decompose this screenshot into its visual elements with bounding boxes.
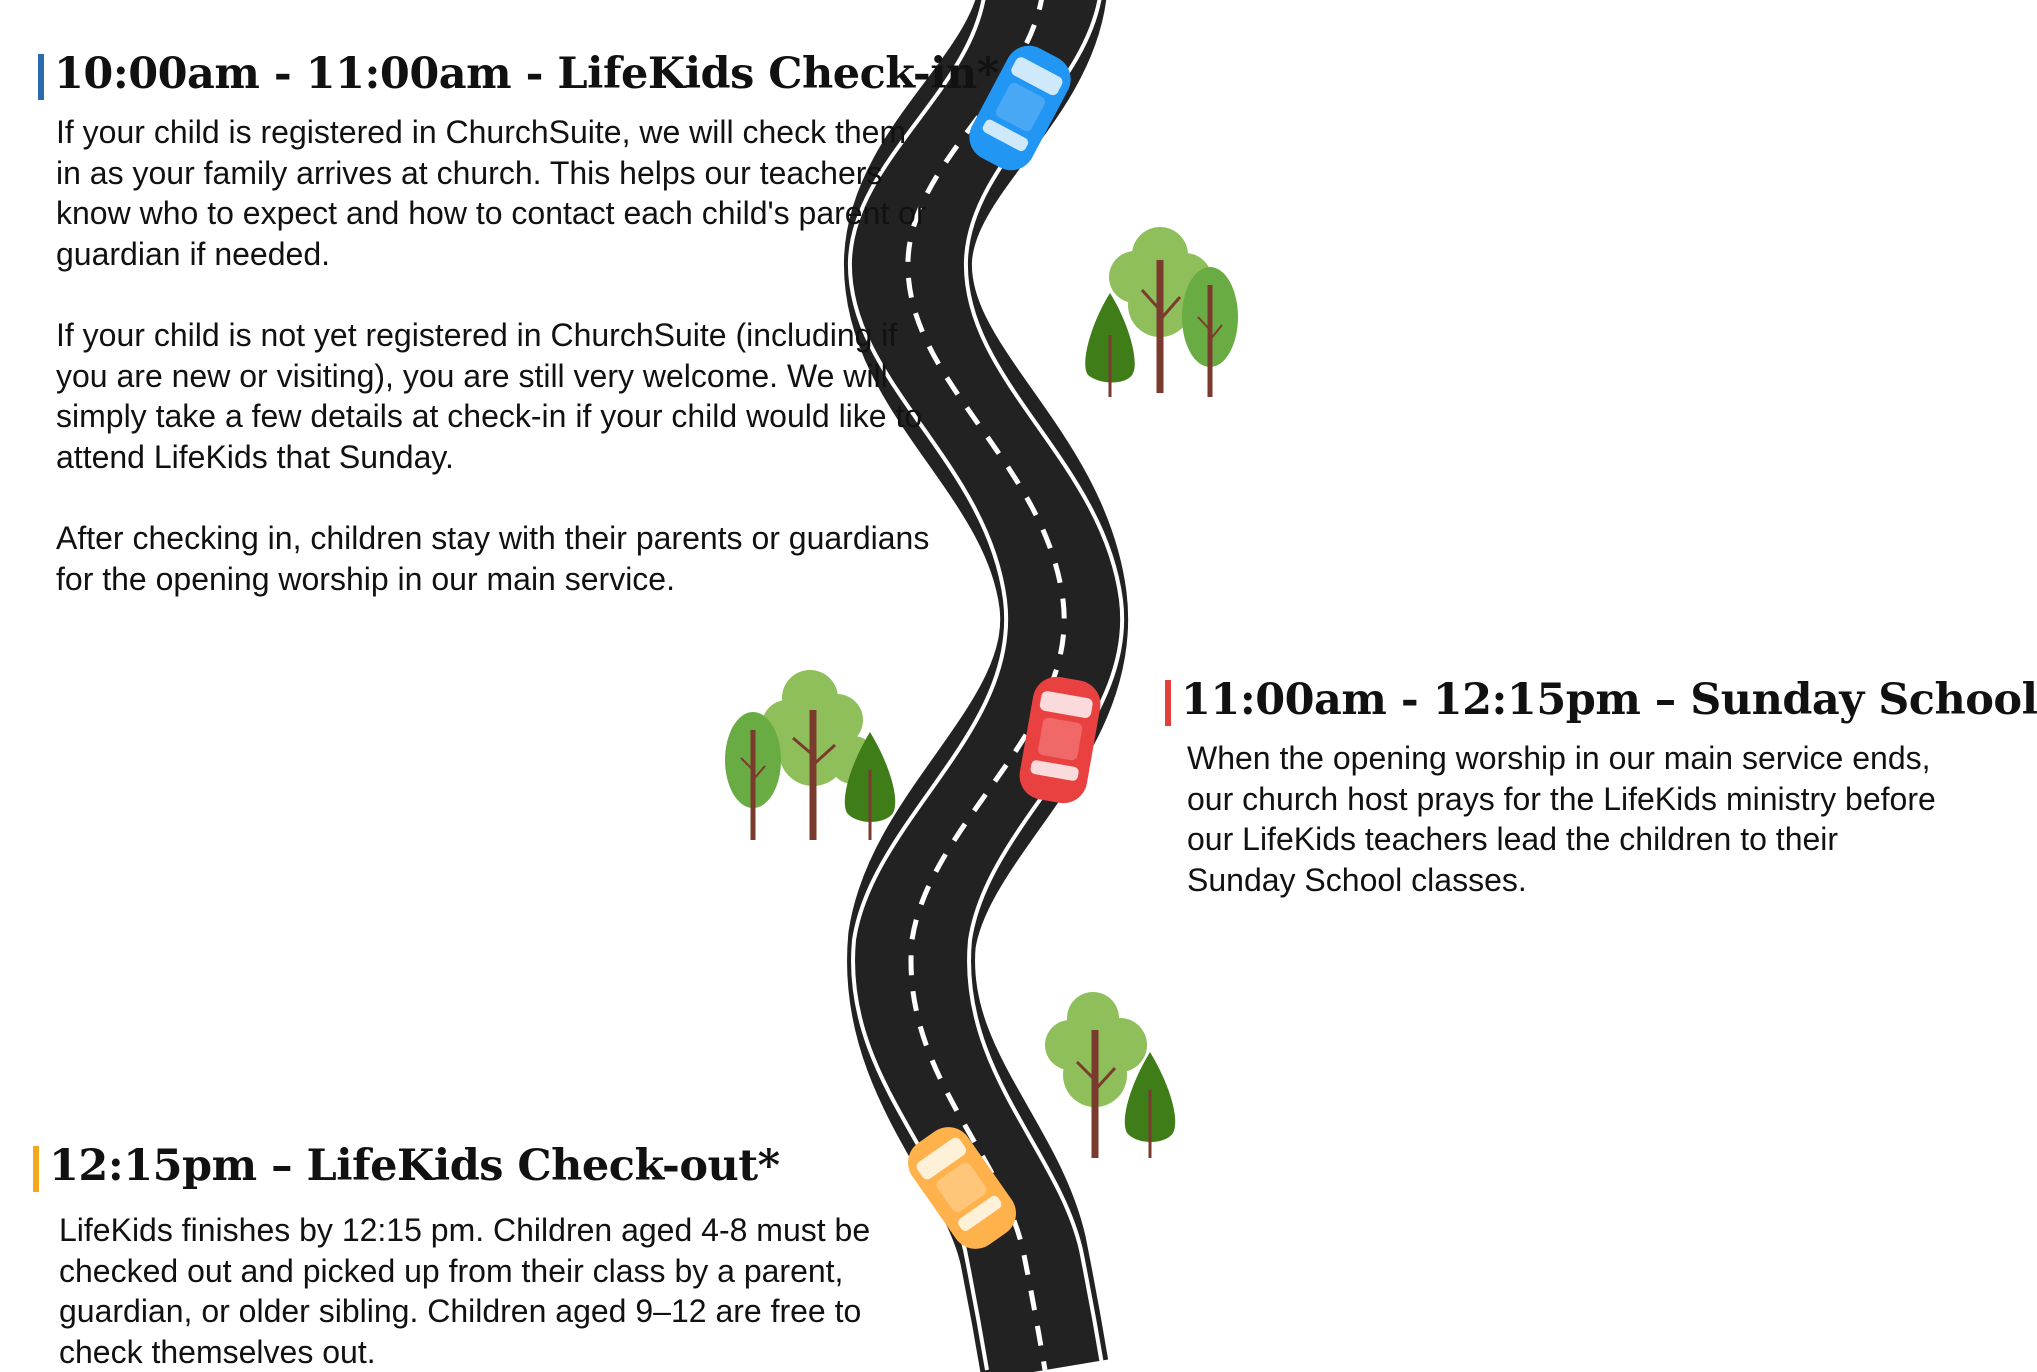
tree-icon — [844, 732, 896, 840]
section-heading: 10:00am - 11:00am - LifeKids Check-in* — [38, 46, 999, 102]
paragraph: When the opening worship in our main ser… — [1187, 740, 1936, 898]
car-icon — [1019, 676, 1101, 804]
tree-icon — [1124, 1052, 1176, 1158]
sunday-school-section: 11:00am - 12:15pm – Sunday School When t… — [1165, 672, 2037, 900]
tree-group — [1045, 992, 1176, 1158]
paragraph: If your child is not yet registered in C… — [56, 316, 923, 475]
section-body: When the opening worship in our main ser… — [1187, 738, 1955, 900]
section-body: LifeKids finishes by 12:15 pm. Children … — [59, 1210, 913, 1372]
checkin-section: 10:00am - 11:00am - LifeKids Check-in* I… — [38, 46, 999, 599]
paragraph: If your child is registered in ChurchSui… — [56, 114, 927, 272]
tree-icon — [1045, 992, 1147, 1158]
road-illustration — [725, 0, 1238, 1372]
paragraph: LifeKids finishes by 12:15 pm. Children … — [59, 1212, 871, 1370]
heading-text: 10:00am - 11:00am - LifeKids Check-in* — [54, 49, 999, 99]
car-icon — [908, 1127, 1016, 1249]
tree-icon — [725, 712, 781, 840]
section-heading: 11:00am - 12:15pm – Sunday School — [1165, 672, 2037, 728]
paragraph: After checking in, children stay with th… — [56, 519, 930, 597]
heading-text: 12:15pm – LifeKids Check-out* — [49, 1141, 780, 1191]
section-heading: 12:15pm – LifeKids Check-out* — [33, 1138, 913, 1194]
car-icon — [969, 45, 1071, 171]
tree-group — [1085, 227, 1238, 397]
tree-group — [725, 670, 896, 840]
heading-text: 11:00am - 12:15pm – Sunday School — [1181, 675, 2037, 725]
checkout-section: 12:15pm – LifeKids Check-out* LifeKids f… — [33, 1138, 913, 1372]
tree-icon — [1182, 267, 1238, 397]
accent-bar — [1165, 680, 1171, 726]
tree-icon — [1085, 293, 1135, 397]
section-body: If your child is registered in ChurchSui… — [56, 112, 938, 599]
accent-bar — [33, 1146, 39, 1192]
accent-bar — [38, 54, 44, 100]
